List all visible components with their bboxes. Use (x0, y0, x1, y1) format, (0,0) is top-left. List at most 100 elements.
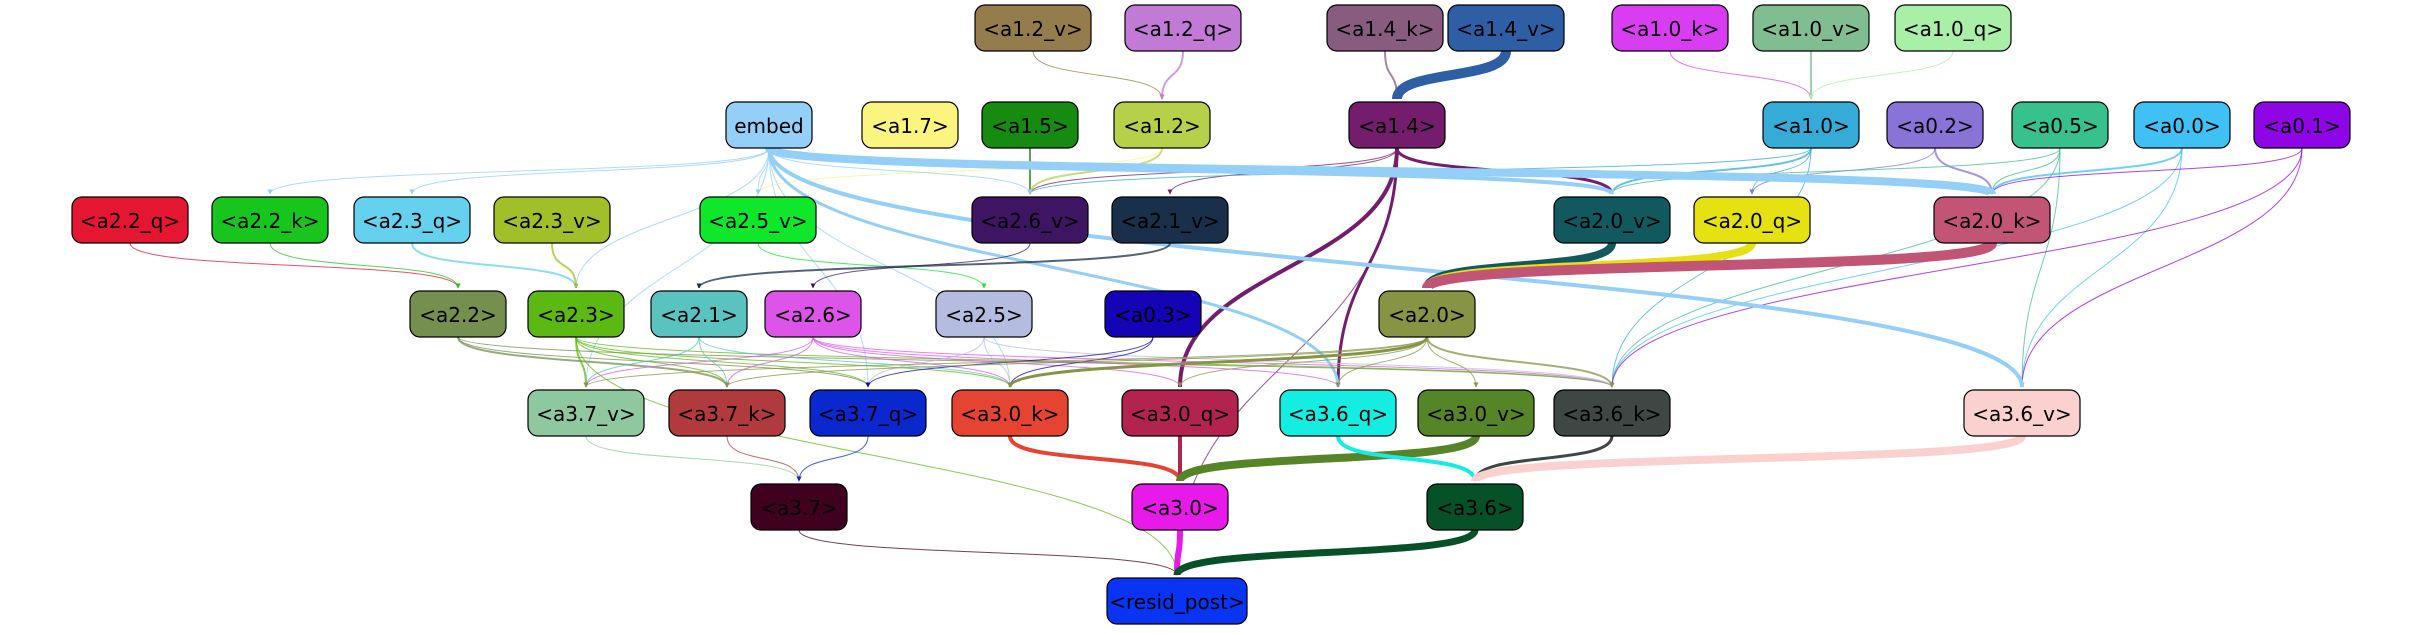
edge-a2_5_v-to-a2_5 (757, 242, 987, 289)
node-a3-0-q[interactable]: <a3.0_q> (1121, 389, 1239, 437)
node-label: <a3.0_k> (960, 402, 1059, 426)
node-a1-4-v[interactable]: <a1.4_v> (1447, 4, 1565, 52)
node-a1-0-q[interactable]: <a1.0_q> (1894, 4, 2012, 52)
node-label: <a0.1> (2263, 114, 2341, 138)
node-a1-0[interactable]: <a1.0> (1762, 101, 1860, 149)
node-box (650, 290, 748, 338)
node-a2-3[interactable]: <a2.3> (527, 290, 625, 338)
node-a1-2[interactable]: <a1.2> (1113, 101, 1211, 149)
node-a0-2[interactable]: <a0.2> (1886, 101, 1984, 149)
node-a1-4-k[interactable]: <a1.4_k> (1326, 4, 1444, 52)
node-a3-6-k[interactable]: <a3.6_k> (1553, 389, 1671, 437)
edge-a0_1-to-a3_6_k (1609, 147, 2303, 388)
edge-a3_7-to-resid_post (798, 529, 1180, 576)
node-a3-0-k[interactable]: <a3.0_k> (951, 389, 1069, 437)
node-label: <a2.6_v> (980, 209, 1079, 233)
node-label: <a3.0> (1141, 496, 1219, 520)
node-a0-1[interactable]: <a0.1> (2253, 101, 2351, 149)
node-box (1111, 196, 1229, 244)
edge-embed-to-a2_3 (573, 147, 770, 289)
node-box (1447, 4, 1565, 52)
node-a2-3-v[interactable]: <a2.3_v> (493, 196, 611, 244)
node-label: <a2.0> (1388, 303, 1466, 327)
node-a3-7-q[interactable]: <a3.7_q> (809, 389, 927, 437)
node-a2-0-k[interactable]: <a2.0_k> (1933, 196, 2051, 244)
node-box (211, 196, 329, 244)
node-label: <a3.6_v> (1972, 402, 2071, 426)
edge-a2_2-to-a3_6_k (457, 336, 1615, 388)
edge-a1_2_v-to-a1_2 (1032, 50, 1165, 100)
node-label: <a1.4_v> (1456, 17, 1555, 41)
node-a2-2-k[interactable]: <a2.2_k> (211, 196, 329, 244)
edge-a2_2-to-a3_7_k (457, 336, 730, 388)
edge-a2_1-to-a3_7_v (583, 336, 700, 388)
node-a1-2-v[interactable]: <a1.2_v> (974, 4, 1092, 52)
edge-a2_0-to-a3_7_k (724, 336, 1428, 388)
edge-embed-to-a3_6_v (767, 147, 2025, 388)
node-a2-6[interactable]: <a2.6> (764, 290, 862, 338)
node-a2-2[interactable]: <a2.2> (409, 290, 507, 338)
node-a1-4[interactable]: <a1.4> (1348, 101, 1446, 149)
edge-a1_0_k-to-a1_0 (1669, 50, 1814, 100)
node-a3-7-v[interactable]: <a3.7_v> (527, 389, 645, 437)
node-a1-7[interactable]: <a1.7> (861, 101, 959, 149)
node-a3-6[interactable]: <a3.6> (1426, 483, 1524, 531)
edge-a0_2-to-a2_0_k (1934, 147, 1995, 195)
node-a3-7-k[interactable]: <a3.7_k> (668, 389, 786, 437)
node-a1-0-k[interactable]: <a1.0_k> (1611, 4, 1729, 52)
node-a0-0[interactable]: <a0.0> (2133, 101, 2231, 149)
node-label: <a2.2_q> (80, 209, 180, 233)
node-a2-1[interactable]: <a2.1> (650, 290, 748, 338)
node-a3-6-q[interactable]: <a3.6_q> (1279, 389, 1397, 437)
node-a2-0[interactable]: <a2.0> (1378, 290, 1476, 338)
node-box (409, 290, 507, 338)
node-box (1963, 389, 2081, 437)
node-box (1326, 4, 1444, 52)
edge-a2_3_v-to-a2_3 (551, 242, 579, 289)
node-resid-post[interactable]: <resid_post> (1106, 577, 1248, 625)
node-a2-1-v[interactable]: <a2.1_v> (1111, 196, 1229, 244)
node-label: <a2.3> (537, 303, 615, 327)
node-box (1894, 4, 2012, 52)
node-a3-7[interactable]: <a3.7> (750, 483, 848, 531)
edge-a1_0-to-a2_0_q (1749, 147, 1812, 195)
edge-a2_2_k-to-a2_2 (269, 242, 461, 289)
edge-a1_2-to-a2_5_v (755, 147, 1163, 195)
node-a2-3-q[interactable]: <a2.3_q> (353, 196, 471, 244)
node-box (699, 196, 817, 244)
edge-a2_0_k-to-a2_0 (1422, 240, 1997, 291)
edge-a2_0-to-a3_0_k (1007, 336, 1429, 388)
node-label: <a2.1> (660, 303, 738, 327)
edge-a0_0-to-a3_6_v (2019, 147, 2183, 388)
node-a2-0-v[interactable]: <a2.0_v> (1553, 196, 1671, 244)
node-label: <a2.2> (419, 303, 497, 327)
node-a2-5[interactable]: <a2.5> (935, 290, 1033, 338)
node-box (1348, 101, 1446, 149)
node-a0-3[interactable]: <a0.3> (1104, 290, 1202, 338)
edge-a3_6-to-resid_post (1173, 528, 1479, 577)
node-a2-5-v[interactable]: <a2.5_v> (699, 196, 817, 244)
node-a3-6-v[interactable]: <a3.6_v> (1963, 389, 2081, 437)
node-label: <a2.5> (945, 303, 1023, 327)
node-embed[interactable]: embed (725, 101, 813, 149)
edge-a2_2-to-a3_7_q (457, 336, 871, 388)
node-a2-2-q[interactable]: <a2.2_q> (71, 196, 189, 244)
node-a1-0-v[interactable]: <a1.0_v> (1752, 4, 1870, 52)
edge-embed-to-a2_3_q (409, 147, 770, 195)
node-a3-0-v[interactable]: <a3.0_v> (1417, 389, 1535, 437)
node-a1-5[interactable]: <a1.5> (981, 101, 1079, 149)
node-label: <a1.0_k> (1620, 17, 1719, 41)
node-label: <a1.2_q> (1133, 17, 1233, 41)
node-label: <a3.7_k> (677, 402, 776, 426)
node-a2-6-v[interactable]: <a2.6_v> (971, 196, 1089, 244)
node-box (981, 101, 1079, 149)
node-a3-0[interactable]: <a3.0> (1131, 483, 1229, 531)
edge-a2_0-to-a3_6_k (1426, 336, 1615, 388)
node-a1-2-q[interactable]: <a1.2_q> (1124, 4, 1242, 52)
node-a0-5[interactable]: <a0.5> (2011, 101, 2109, 149)
edge-a1_0_q-to-a1_0 (1808, 50, 1954, 100)
node-label: <a1.7> (871, 114, 949, 138)
node-label: <a3.6> (1436, 496, 1514, 520)
node-a2-0-q[interactable]: <a2.0_q> (1693, 196, 1811, 244)
